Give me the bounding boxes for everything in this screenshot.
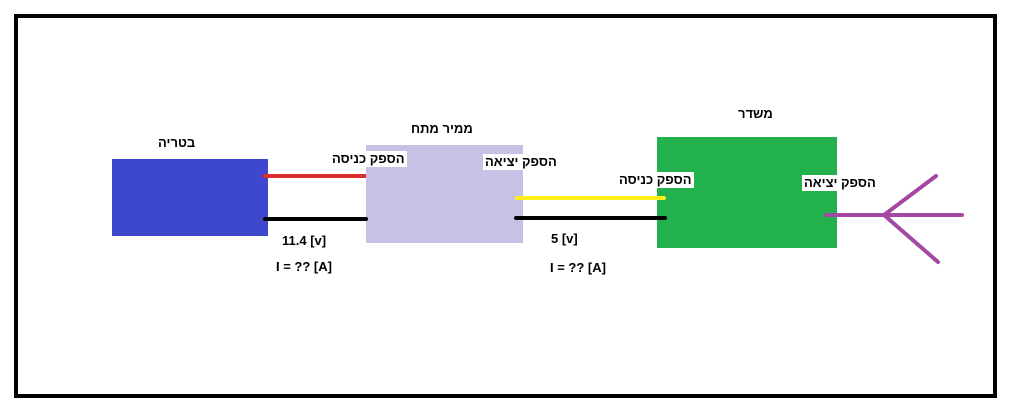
- outer-frame: [14, 14, 997, 398]
- transmitter-title: משדר: [738, 106, 773, 121]
- battery-title: בטריה: [158, 135, 196, 150]
- transmitter-output-power-label: הספק יציאה: [802, 175, 878, 191]
- converter-title: ממיר מתח: [411, 121, 473, 136]
- converter-input-power-label: הספק כניסה: [330, 151, 407, 167]
- antenna-icon: [824, 174, 964, 264]
- transmitter-block: [657, 137, 837, 248]
- converter-output-power-label: הספק יציאה: [483, 154, 559, 170]
- battery-converter-current: I = ?? [A]: [276, 259, 332, 274]
- converter-transmitter-voltage: 5 [v]: [551, 231, 578, 246]
- converter-transmitter-current: I = ?? [A]: [550, 260, 606, 275]
- battery-converter-voltage: 11.4 [v]: [282, 233, 327, 248]
- battery-block: [112, 159, 268, 236]
- transmitter-input-power-label: הספק כניסה: [617, 172, 694, 188]
